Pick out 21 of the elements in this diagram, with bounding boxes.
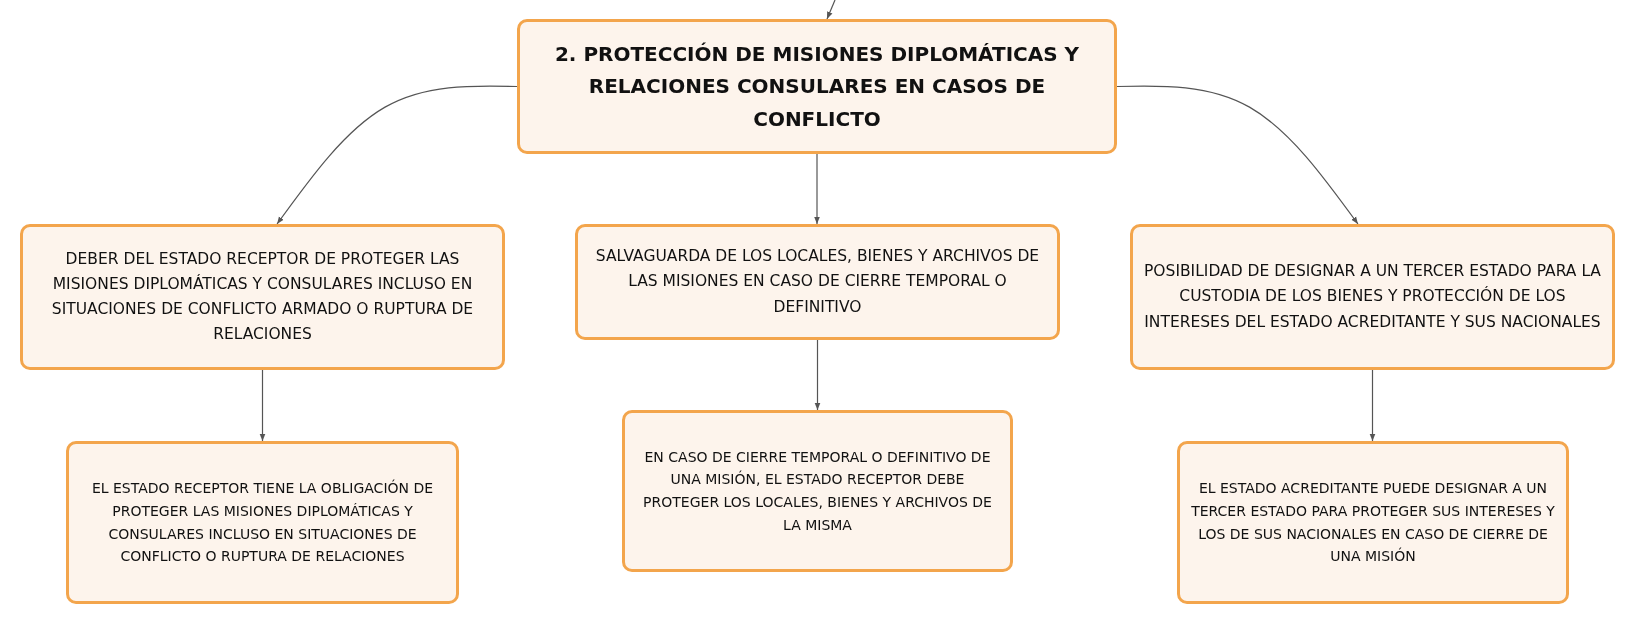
topic-box [20,224,505,370]
topic-box [1130,224,1615,370]
connector-arrow [826,0,836,20]
topic-box [1177,441,1569,604]
topic-text: SALVAGUARDA DE LOS LOCALES, BIENES Y ARCHIVOS DE LAS MISIONES EN CASO DE CIERRE TEMPORAL O DEFINITIVO [594,246,1041,318]
topic-text: EN CASO DE CIERRE TEMPORAL O DEFINITIVO DE UNA MISIÓN, EL ESTADO RECEPTOR DEBE PROTEGER LOS LOCALES, BIENES Y ARCHIVOS DE LA MISMA [642,447,993,535]
connector-arrow [276,85,518,225]
topic-text: POSIBILIDAD DE DESIGNAR A UN TERCER ESTADO PARA LA CUSTODIA DE LOS BIENES Y PROTECCIÓN DE LOS INTERESES DEL ESTADO ACREDITANTE Y SUS NACIONALES [1143,261,1602,333]
topic-text: DEBER DEL ESTADO RECEPTOR DE PROTEGER LAS MISIONES DIPLOMÁTICAS Y CONSULARES INCLUSO EN SITUACIONES DE CONFLICTO ARMADO O RUPTURA DE RELACIONES [50,248,475,346]
main-topic-text: 2. PROTECCIÓN DE MISIONES DIPLOMÁTICAS Y RELACIONES CONSULARES EN CASOS DE CONFLICTO [553,40,1081,133]
topic-box [622,410,1013,572]
topic-box [517,19,1117,154]
connector-arrow [814,153,820,225]
topic-text: EL ESTADO ACREDITANTE PUEDE DESIGNAR A UN TERCER ESTADO PARA PROTEGER SUS INTERESES Y LOS DE SUS NACIONALES EN CASO DE CIERRE DE UNA MISIÓN [1190,479,1556,567]
connector-arrow [814,339,821,411]
topic-box [575,224,1060,340]
connector-arrow [1369,369,1376,442]
connector-arrow [259,369,266,442]
topic-box [66,441,459,604]
topic-text: EL ESTADO RECEPTOR TIENE LA OBLIGACIÓN DE PROTEGER LAS MISIONES DIPLOMÁTICAS Y CONSULARES INCLUSO EN SITUACIONES DE CONFLICTO O RUPTURA DE RELACIONES [90,478,435,567]
connector-arrow [1116,85,1359,225]
